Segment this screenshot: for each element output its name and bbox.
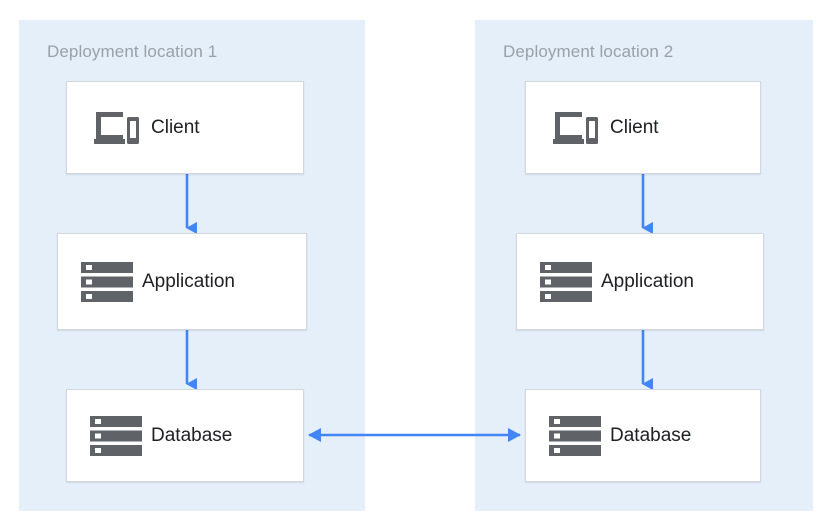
devices-icon <box>546 109 604 147</box>
server-stack-icon <box>546 414 604 458</box>
region-title-1: Deployment location 1 <box>47 42 218 61</box>
node-label-database-1: Database <box>151 424 233 446</box>
node-application-2[interactable]: Application <box>516 233 764 330</box>
server-stack-icon <box>87 414 145 458</box>
node-label-client-1: Client <box>151 116 200 138</box>
node-application-1[interactable]: Application <box>57 233 307 330</box>
node-label-application-1: Application <box>142 270 235 292</box>
node-label-application-2: Application <box>601 270 694 292</box>
server-stack-icon <box>78 260 136 304</box>
node-client-2[interactable]: Client <box>525 81 761 174</box>
node-client-1[interactable]: Client <box>66 81 304 174</box>
server-stack-icon <box>537 260 595 304</box>
node-database-1[interactable]: Database <box>66 389 304 482</box>
node-database-2[interactable]: Database <box>525 389 761 482</box>
region-title-2: Deployment location 2 <box>503 42 674 61</box>
node-label-client-2: Client <box>610 116 659 138</box>
devices-icon <box>87 109 145 147</box>
node-label-database-2: Database <box>610 424 692 446</box>
